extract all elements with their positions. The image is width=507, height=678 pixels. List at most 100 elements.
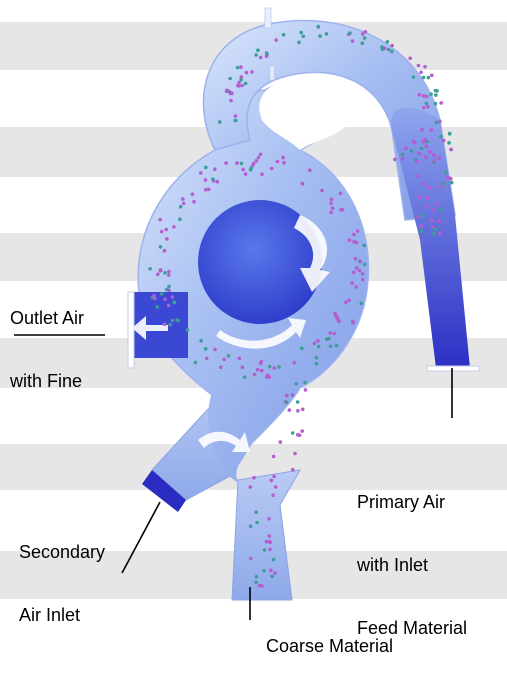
particle: [438, 231, 442, 235]
particle: [315, 362, 319, 366]
particle: [244, 172, 248, 176]
particle: [422, 76, 426, 80]
coarse-material-label: Coarse Material: [266, 594, 393, 678]
particle: [363, 263, 367, 267]
particle: [425, 145, 429, 149]
particle: [363, 36, 367, 40]
particle: [300, 346, 304, 350]
particle: [159, 268, 163, 272]
particle: [271, 493, 275, 497]
particle: [329, 201, 333, 205]
particle: [224, 161, 228, 165]
particle: [204, 188, 208, 192]
primary-air-label-line: Primary Air: [357, 492, 467, 513]
particle: [263, 548, 267, 552]
particle: [390, 44, 394, 48]
particle: [450, 181, 454, 185]
particle: [194, 361, 198, 365]
particle: [350, 281, 354, 285]
particle: [439, 208, 443, 212]
particle: [438, 220, 442, 224]
particle: [435, 89, 439, 93]
particle: [260, 369, 264, 373]
particle: [360, 302, 364, 306]
particle: [325, 32, 329, 36]
particle: [254, 581, 258, 585]
particle: [415, 160, 419, 164]
particle: [252, 162, 256, 166]
particle: [267, 517, 271, 521]
particle: [229, 99, 233, 103]
particle: [235, 161, 239, 165]
particle: [297, 41, 301, 45]
particle: [254, 53, 258, 57]
particle: [249, 485, 253, 489]
particle: [435, 121, 439, 125]
particle: [351, 39, 355, 43]
particle: [434, 93, 438, 97]
particle: [291, 468, 295, 472]
particle: [393, 158, 397, 162]
particle: [428, 186, 432, 190]
particle: [317, 345, 321, 349]
outlet-flange: [128, 292, 134, 368]
particle: [381, 47, 385, 51]
particle: [304, 388, 308, 392]
particle: [238, 357, 242, 361]
particle: [222, 358, 226, 362]
particle: [240, 162, 244, 166]
particle: [279, 440, 283, 444]
particle: [225, 89, 229, 93]
particle: [401, 157, 405, 161]
particle: [240, 84, 244, 88]
particle: [361, 272, 365, 276]
particle: [148, 267, 152, 271]
particle: [293, 452, 297, 456]
particle: [276, 160, 280, 164]
particle: [425, 196, 429, 200]
particle: [420, 229, 424, 233]
particle: [439, 101, 443, 105]
particle: [267, 375, 271, 379]
particle: [165, 237, 169, 241]
particle: [412, 75, 416, 79]
particle: [430, 128, 434, 132]
particle: [293, 361, 297, 365]
particle: [160, 292, 164, 296]
particle: [296, 409, 300, 413]
particle: [417, 195, 421, 199]
particle: [241, 168, 245, 172]
particle: [420, 224, 424, 228]
particle: [303, 381, 307, 385]
particle: [408, 57, 412, 61]
particle: [424, 155, 428, 159]
particle: [351, 321, 355, 325]
particle: [236, 66, 240, 70]
particle: [422, 94, 426, 98]
particle: [191, 192, 195, 196]
particle: [298, 433, 302, 437]
particle: [239, 65, 243, 69]
particle: [425, 102, 429, 106]
particle: [427, 76, 431, 80]
particle: [216, 180, 220, 184]
particle: [364, 30, 368, 34]
particle: [425, 95, 429, 99]
particle: [204, 347, 208, 351]
particle: [254, 159, 258, 163]
particle: [175, 318, 179, 322]
particle: [316, 339, 320, 343]
particle: [163, 322, 167, 326]
primary-air-label-line: with Inlet: [357, 555, 467, 576]
particle: [439, 135, 443, 139]
particle: [204, 178, 208, 182]
particle: [171, 295, 175, 299]
particle: [227, 354, 231, 358]
particle: [341, 208, 345, 212]
particle: [259, 361, 263, 365]
particle: [253, 373, 257, 377]
particle: [268, 365, 272, 369]
particle: [272, 366, 276, 370]
particle: [163, 249, 167, 253]
particle: [359, 260, 363, 264]
